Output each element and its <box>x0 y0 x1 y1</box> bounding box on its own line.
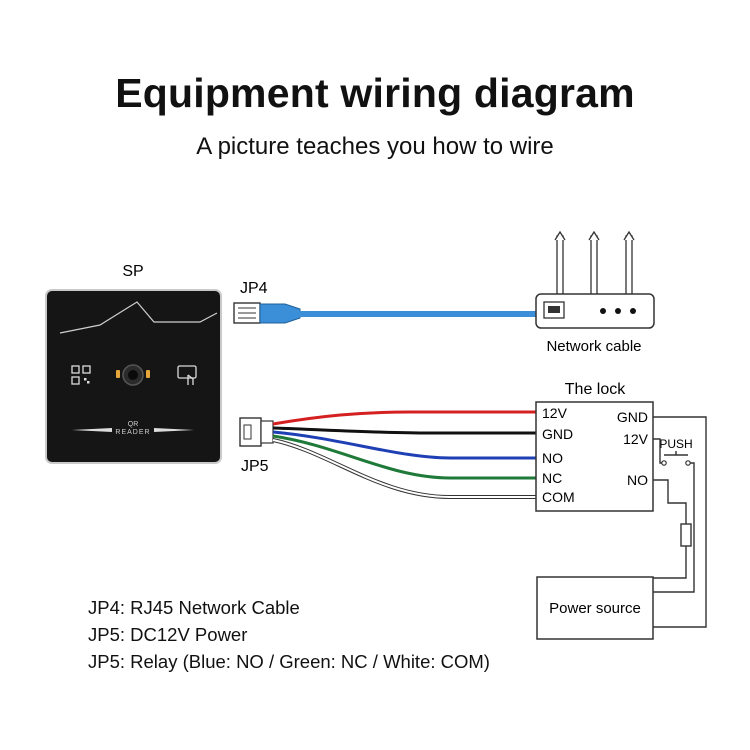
wire-nc <box>272 434 536 480</box>
router-led <box>630 308 636 314</box>
device-decor-line <box>59 301 218 334</box>
sp-reader-device: QR READER <box>45 289 222 464</box>
device-label: SP <box>122 263 143 280</box>
jp5-label: JP5 <box>241 458 269 475</box>
led-indicator-left <box>116 370 120 378</box>
push-output-wire <box>653 462 695 593</box>
note-jp4: JP4: RJ45 Network Cable <box>88 597 300 618</box>
network-cable-label: Network cable <box>546 338 641 355</box>
reader-arrow-right <box>154 428 194 432</box>
lock-title: The lock <box>565 381 626 398</box>
terminal-connector-icon <box>239 417 274 447</box>
page-subtitle: A picture teaches you how to wire <box>196 133 554 160</box>
card-tap-icon <box>177 365 197 385</box>
wiring-notes: JP4: RJ45 Network Cable JP5: DC12V Power… <box>88 594 490 675</box>
lock-12v-wire <box>653 438 662 464</box>
jp4-label: JP4 <box>240 280 268 297</box>
diode-icon <box>680 523 692 547</box>
lock-terminal-nc: NC <box>542 470 562 486</box>
reader-arrow-left <box>72 428 112 432</box>
ethernet-port-icon <box>543 301 565 319</box>
note-jp5-relay: JP5: Relay (Blue: NO / Green: NC / White… <box>88 651 490 672</box>
router-led <box>600 308 606 314</box>
network-router <box>535 230 655 329</box>
led-indicator-right <box>146 370 150 378</box>
lock-terminal-12v: 12V <box>542 405 568 421</box>
lock-terminal-no: NO <box>542 450 563 466</box>
wire-gnd <box>272 426 536 435</box>
lock-box <box>535 401 654 512</box>
wire-12v <box>272 410 536 426</box>
lock-gnd-wire <box>653 416 707 628</box>
lock-no-wire <box>653 479 687 524</box>
push-button-icon <box>661 451 691 466</box>
reader-text-line1: QR <box>128 421 139 428</box>
lock-terminal-no-right: NO <box>627 472 648 488</box>
antenna-icon <box>554 230 635 297</box>
lock-terminal-com: COM <box>542 489 575 505</box>
diode-to-power-wire <box>653 546 687 579</box>
wire-com <box>272 438 536 499</box>
power-source-label: Power source <box>549 600 641 617</box>
rj45-plug-icon <box>233 302 301 324</box>
wire-no <box>272 430 536 460</box>
qr-code-icon <box>71 365 91 385</box>
lock-terminal-gnd-right: GND <box>617 409 648 425</box>
push-button-label: PUSH <box>659 437 692 451</box>
power-source-box <box>536 576 654 640</box>
lock-terminal-12v-right: 12V <box>623 431 649 447</box>
lock-terminal-gnd: GND <box>542 426 573 442</box>
note-jp5-power: JP5: DC12V Power <box>88 624 248 645</box>
router-led <box>615 308 621 314</box>
page-title: Equipment wiring diagram <box>115 70 635 116</box>
reader-text-line2: READER <box>115 429 150 436</box>
